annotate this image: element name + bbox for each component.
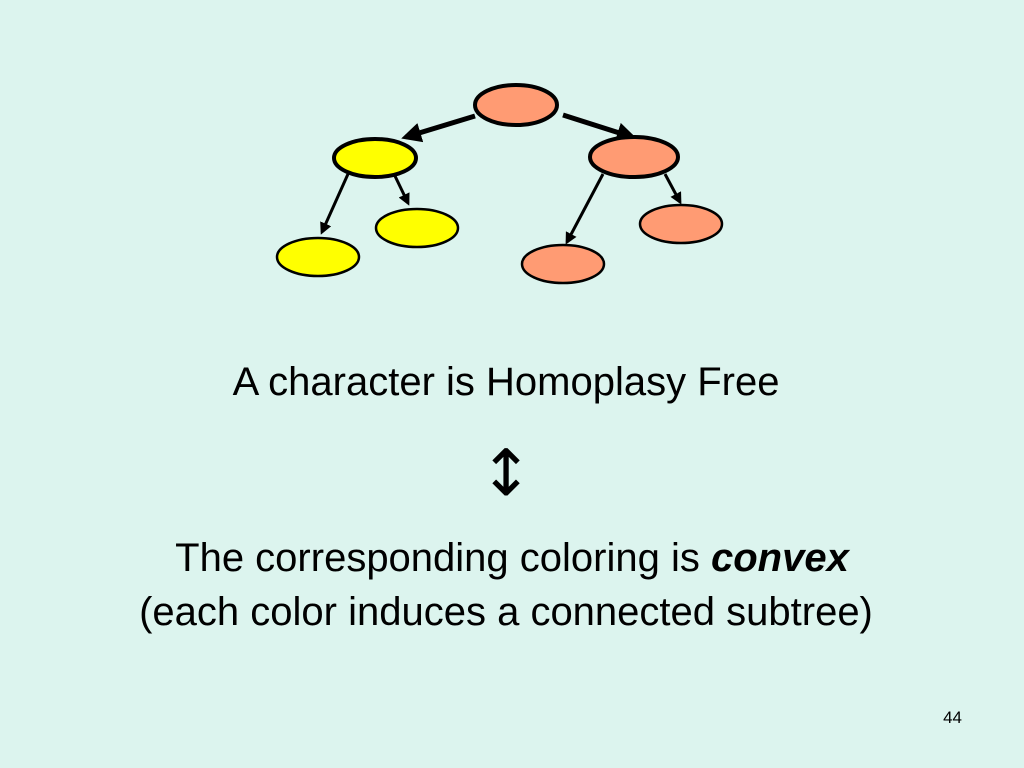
edge-root-to-left-child bbox=[401, 113, 476, 143]
tree-nodes bbox=[275, 83, 724, 285]
node-right-child bbox=[588, 135, 680, 179]
tree-edges bbox=[320, 112, 682, 245]
convex-coloring-statement: The corresponding coloring is convex bbox=[0, 538, 1024, 578]
convex-coloring-prefix: The corresponding coloring is bbox=[175, 536, 711, 580]
edge-right-child-to-right-right-leaf bbox=[663, 173, 682, 205]
homoplasy-free-statement: A character is Homoplasy Free bbox=[232, 360, 780, 404]
equivalence-arrow-icon: ↕ bbox=[479, 437, 533, 511]
node-root bbox=[473, 83, 559, 127]
tree-diagram bbox=[275, 83, 724, 285]
node-right-right-leaf bbox=[638, 203, 724, 245]
edge-left-child-to-left-right-leaf bbox=[393, 175, 410, 206]
node-left-child bbox=[332, 137, 418, 179]
connected-subtree-explanation: (each color induces a connected subtree) bbox=[139, 590, 873, 634]
edge-root-to-right-child bbox=[562, 112, 637, 142]
node-left-right-leaf bbox=[374, 207, 460, 249]
convex-emphasis: convex bbox=[710, 536, 849, 580]
node-left-left-leaf bbox=[275, 236, 361, 278]
page-number: 44 bbox=[943, 708, 962, 727]
edge-right-child-to-right-left-leaf bbox=[565, 173, 605, 245]
node-right-left-leaf bbox=[520, 243, 606, 285]
edge-left-child-to-left-left-leaf bbox=[320, 173, 350, 235]
